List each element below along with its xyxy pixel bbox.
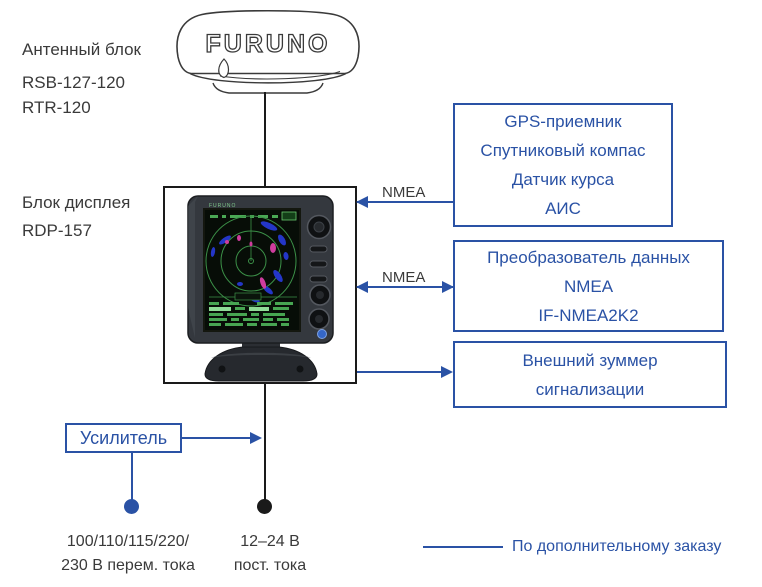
radome-illustration: FURUNO (176, 9, 360, 94)
menu-button (309, 245, 328, 253)
pedestal-highlight (211, 352, 311, 358)
buzzer-box: Внешний зуммер сигнализации (453, 341, 727, 408)
dc-power-label-line1: 12–24 В (240, 533, 300, 550)
pedestal-base (204, 346, 318, 382)
amplifier-arrow-line (182, 437, 251, 439)
radar-screen (203, 208, 301, 332)
ac-power-label-line2: 230 В перем. тока (61, 557, 195, 574)
radome-base-curve (189, 72, 347, 84)
buzzer-arrow-line (357, 371, 442, 373)
antenna-model-2: RTR-120 (22, 98, 91, 117)
display-unit-label: Блок дисплея (22, 193, 131, 212)
sensors-box-line: GPS-приемник (504, 112, 622, 131)
pedestal-screw-right (296, 365, 304, 373)
antenna-unit-label: Антенный блок (22, 40, 141, 59)
legend-label: По дополнительному заказу (512, 538, 722, 555)
nmea-label-top: NMEA (382, 184, 426, 201)
converter-box-line: NMEA (563, 276, 614, 296)
power-button (317, 329, 327, 339)
amplifier-label: Усилитель (79, 428, 168, 448)
nmea-arrow-top-head-icon (356, 196, 368, 208)
nmea-arrow-mid-righthead-icon (442, 281, 454, 293)
radome-base-lip (212, 82, 324, 94)
screen-brand-text: FURUNO (209, 203, 236, 209)
brilliance-knob-cap (315, 315, 323, 323)
converter-box: Преобразователь данных NMEA IF-NMEA2K2 (453, 240, 724, 332)
screen-status-badge (281, 211, 297, 221)
nmea-arrow-mid-lefthead-icon (356, 281, 368, 293)
dc-power-dot (257, 499, 272, 514)
amplifier-box: Усилитель (65, 423, 182, 453)
radar-range-rings (205, 215, 297, 307)
dc-power-label-line2: пост. тока (233, 557, 307, 574)
sensors-box-line: Спутниковый компас (480, 141, 646, 160)
dc-power-line (264, 384, 266, 502)
display-unit-photo: FURUNO (187, 195, 334, 382)
display-model: RDP-157 (22, 221, 92, 240)
alarm-button (309, 260, 328, 268)
screen-divider-badge (234, 292, 262, 301)
antenna-cable-line (264, 92, 266, 187)
func-button (309, 275, 328, 283)
ac-power-label: 100/110/115/220/ 230 В перем. тока (38, 530, 218, 578)
screen-data-rows (209, 302, 293, 326)
antenna-model-1: RSB-127-120 (22, 73, 126, 92)
dc-power-label: 12–24 В пост. тока (205, 530, 335, 578)
converter-box-line: IF-NMEA2K2 (538, 305, 639, 325)
buzzer-arrow-head-icon (441, 366, 453, 378)
converter-box-line: Преобразователь данных (487, 247, 690, 267)
pedestal-screw-left (218, 365, 226, 373)
sensors-box-line: Датчик курса (511, 170, 615, 189)
ac-power-dot (124, 499, 139, 514)
radar-echoes (210, 221, 289, 303)
nmea-arrow-top-line (357, 201, 453, 203)
legend-line (423, 546, 503, 548)
buzzer-box-line: Внешний зуммер (522, 350, 658, 370)
sensors-box-line: АИС (545, 199, 581, 218)
ac-power-line (131, 453, 133, 502)
radome-fin (218, 58, 230, 79)
range-knob-cap (316, 291, 324, 299)
sensors-box: GPS-приемник Спутниковый компас Датчик к… (453, 103, 673, 227)
furuno-logo-text: FURUNO (206, 30, 331, 58)
control-panel (306, 214, 332, 339)
buzzer-box-line: сигнализации (535, 379, 645, 399)
nmea-label-mid: NMEA (382, 269, 426, 286)
radome-seam-line (219, 70, 341, 80)
bezel-shading (188, 196, 198, 338)
nmea-arrow-mid-line (357, 286, 453, 288)
ac-power-label-line1: 100/110/115/220/ (66, 533, 190, 550)
amplifier-arrow-head-icon (250, 432, 262, 444)
gain-knob-cap (313, 221, 325, 233)
